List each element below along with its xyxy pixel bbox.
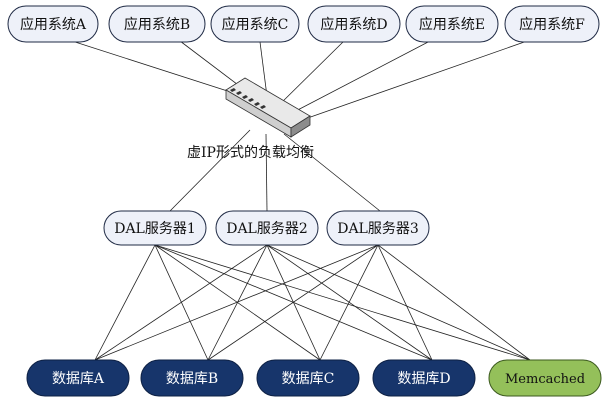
app-system-e-label: 应用系统E bbox=[419, 16, 485, 33]
app-system-c-label: 应用系统C bbox=[222, 16, 289, 33]
switch-to-dal-line bbox=[265, 133, 268, 212]
dal-server-2-label: DAL服务器2 bbox=[226, 221, 308, 237]
switch-to-dal-line bbox=[283, 133, 381, 212]
dal-to-storage-line bbox=[319, 244, 379, 361]
app-to-switch-line bbox=[71, 40, 244, 97]
app-system-f-label: 应用系统F bbox=[519, 16, 585, 33]
database-a: 数据库A bbox=[26, 359, 130, 397]
connection-lines bbox=[71, 39, 531, 361]
app-system-b-label: 应用系统B bbox=[124, 16, 190, 33]
dal-to-storage-line bbox=[266, 244, 531, 361]
dal-to-storage-line bbox=[377, 244, 433, 361]
dal-to-storage-line bbox=[94, 244, 268, 361]
app-system-d: 应用系统D bbox=[307, 5, 401, 43]
app-system-e: 应用系统E bbox=[405, 5, 499, 43]
app-to-switch-line bbox=[289, 40, 431, 115]
dal-to-storage-line bbox=[94, 244, 156, 361]
app-to-switch-line bbox=[275, 41, 344, 109]
app-system-a: 应用系统A bbox=[7, 5, 99, 43]
database-b-label: 数据库B bbox=[166, 371, 218, 387]
dal-to-storage-line bbox=[266, 244, 433, 361]
dal-to-storage-line bbox=[154, 244, 531, 361]
network-switch-icon bbox=[225, 77, 311, 138]
app-system-d-label: 应用系统D bbox=[320, 16, 387, 33]
app-system-b: 应用系统B bbox=[108, 5, 206, 43]
database-c: 数据库C bbox=[256, 359, 360, 397]
app-to-switch-line bbox=[301, 39, 531, 121]
dal-to-storage-line bbox=[207, 244, 379, 361]
database-b: 数据库B bbox=[140, 359, 244, 397]
memcached-node: Memcached bbox=[488, 359, 602, 397]
memcached-label: Memcached bbox=[505, 372, 585, 387]
dal-server-3-label: DAL服务器3 bbox=[337, 221, 419, 237]
app-system-a-label: 应用系统A bbox=[20, 16, 87, 33]
dal-server-1: DAL服务器1 bbox=[103, 210, 207, 246]
database-d-label: 数据库D bbox=[397, 371, 450, 387]
database-a-label: 数据库A bbox=[52, 371, 105, 387]
app-system-c: 应用系统C bbox=[210, 5, 300, 43]
load-balancer-label: 虚IP形式的负载均衡 bbox=[187, 145, 314, 161]
dal-server-3: DAL服务器3 bbox=[326, 210, 430, 246]
app-system-f: 应用系统F bbox=[504, 5, 600, 43]
database-c-label: 数据库C bbox=[282, 371, 335, 387]
dal-server-1-label: DAL服务器1 bbox=[114, 221, 196, 237]
dal-server-2: DAL服务器2 bbox=[215, 210, 319, 246]
dal-to-storage-line bbox=[377, 244, 531, 361]
switch-to-dal-line bbox=[169, 129, 251, 212]
database-d: 数据库D bbox=[372, 359, 476, 397]
dal-to-storage-line bbox=[94, 244, 379, 361]
